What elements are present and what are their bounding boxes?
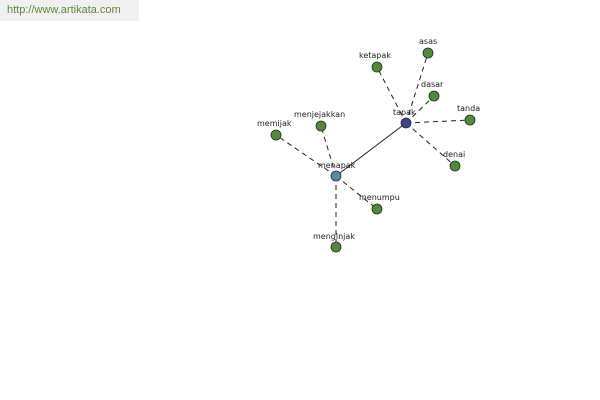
node-circle-menapak[interactable] xyxy=(330,170,342,182)
edge-tapak-menapak xyxy=(335,122,407,177)
node-memijak[interactable]: memijak xyxy=(257,119,292,141)
node-circle-memijak[interactable] xyxy=(270,129,282,141)
node-circle-menumpu[interactable] xyxy=(371,203,383,215)
node-menjejakkan[interactable]: menjejakkan xyxy=(294,110,345,132)
node-label-menjejakkan[interactable]: menjejakkan xyxy=(294,110,345,119)
node-dasar[interactable]: dasar xyxy=(421,80,444,102)
node-menginjak[interactable]: menginjak xyxy=(313,232,355,253)
node-tanda[interactable]: tanda xyxy=(457,104,480,126)
node-denai[interactable]: denai xyxy=(443,150,465,172)
node-asas[interactable]: asas xyxy=(419,37,437,59)
node-label-denai[interactable]: denai xyxy=(443,150,465,159)
node-circle-menginjak[interactable] xyxy=(330,241,342,253)
nodes-layer: tapak menapak asas ketapak dasar tanda denai me… xyxy=(257,37,480,253)
node-label-menumpu[interactable]: menumpu xyxy=(359,193,400,202)
node-label-dasar[interactable]: dasar xyxy=(421,80,444,89)
edge-tapak-denai xyxy=(405,122,456,167)
edge-tapak-ketapak xyxy=(376,66,407,124)
node-circle-denai[interactable] xyxy=(449,160,461,172)
node-circle-ketapak[interactable] xyxy=(371,61,383,73)
node-circle-asas[interactable] xyxy=(422,47,434,59)
node-label-menapak[interactable]: menapak xyxy=(318,161,356,170)
node-label-menginjak[interactable]: menginjak xyxy=(313,232,355,241)
node-tapak[interactable]: tapak xyxy=(393,108,416,129)
edge-tapak-tanda xyxy=(405,119,471,124)
node-circle-menjejakkan[interactable] xyxy=(315,120,327,132)
edge-menapak-memijak xyxy=(275,134,337,177)
node-label-ketapak[interactable]: ketapak xyxy=(359,51,391,60)
node-ketapak[interactable]: ketapak xyxy=(359,51,391,73)
node-label-asas[interactable]: asas xyxy=(419,37,437,46)
source-url-banner[interactable]: http://www.artikata.com xyxy=(0,0,139,21)
node-label-tanda[interactable]: tanda xyxy=(457,104,480,113)
node-menumpu[interactable]: menumpu xyxy=(359,193,400,215)
edges-layer xyxy=(275,52,471,247)
node-menapak[interactable]: menapak xyxy=(318,161,356,182)
edge-tapak-dasar xyxy=(405,95,435,124)
node-label-tapak[interactable]: tapak xyxy=(393,108,416,117)
edge-tapak-asas xyxy=(405,52,429,124)
node-circle-tanda[interactable] xyxy=(464,114,476,126)
node-label-memijak[interactable]: memijak xyxy=(257,119,292,128)
node-circle-dasar[interactable] xyxy=(428,90,440,102)
node-circle-tapak[interactable] xyxy=(400,117,412,129)
